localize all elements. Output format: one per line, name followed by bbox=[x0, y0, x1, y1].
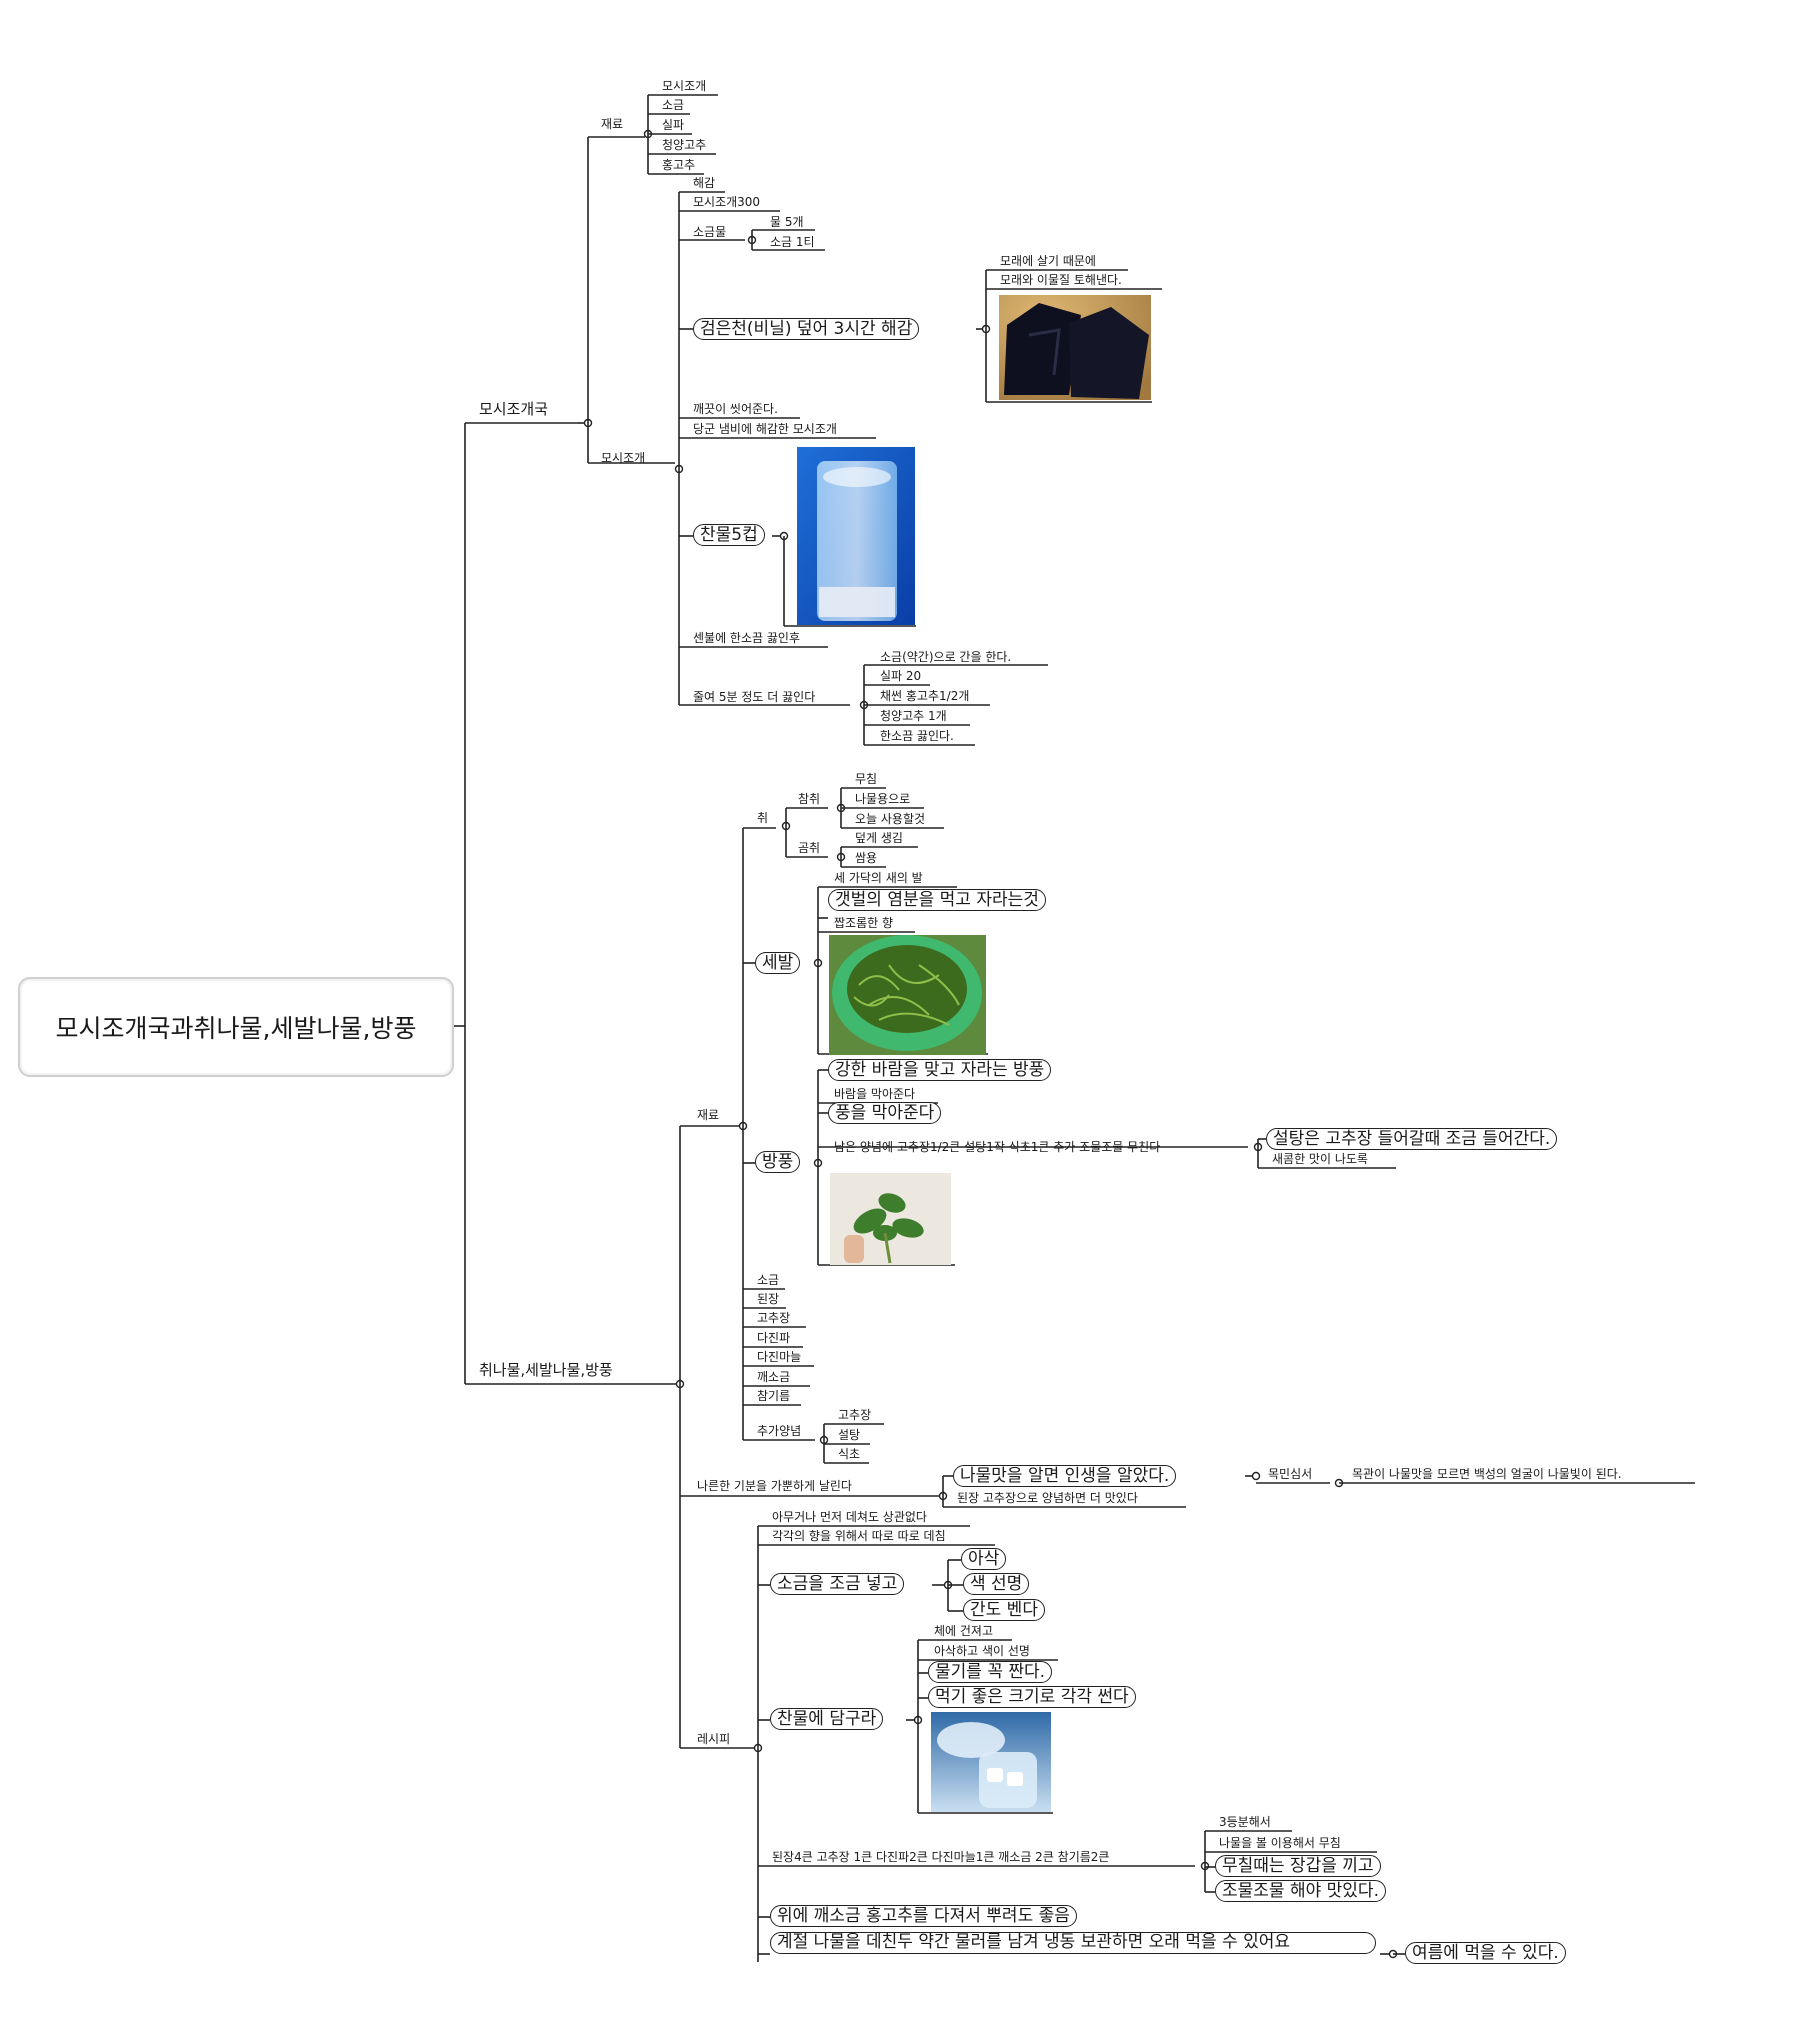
cover-node[interactable]: 검은천(비닐) 덮어 3시간 해감 bbox=[693, 318, 920, 341]
branch-clam-soup[interactable]: 모시조개국 bbox=[479, 400, 549, 418]
reduce-label[interactable]: 줄여 5분 정도 더 끓인다 bbox=[693, 690, 816, 704]
recipe-note: 아무거나 먼저 데쳐도 상관없다 bbox=[772, 1510, 927, 1524]
cold-water-soak-node[interactable]: 찬물에 담구라 bbox=[770, 1708, 884, 1731]
cover-note: 모래에 살기 때문에 bbox=[1000, 254, 1096, 268]
mix-step: 나물을 볼 이용해서 무침 bbox=[1219, 1836, 1341, 1850]
clam-label[interactable]: 모시조개 bbox=[601, 451, 646, 465]
reduce-item: 청양고추 1개 bbox=[880, 709, 947, 723]
mokmin-quote: 목관이 나물맛을 모르면 백성의 얼굴이 나물빛이 된다. bbox=[1352, 1467, 1622, 1481]
bangpung-item-highlight[interactable]: 강한 바람을 맞고 자라는 방풍 bbox=[828, 1059, 1052, 1082]
chamchwi-item: 무침 bbox=[855, 772, 878, 786]
namul-ingredients-label[interactable]: 재료 bbox=[697, 1108, 720, 1122]
freeze-tip[interactable]: 계절 나물을 데친두 약간 물러를 남겨 냉동 보관하면 오래 먹을 수 있어요 bbox=[770, 1932, 1376, 1954]
mokmin-label[interactable]: 목민심서 bbox=[1268, 1467, 1313, 1481]
wash-note: 깨끗이 씻어준다. bbox=[693, 402, 778, 416]
ingredient-item: 실파 bbox=[662, 118, 685, 132]
bangpung-item-highlight[interactable]: 풍을 막아준다 bbox=[828, 1102, 942, 1125]
mix-step-highlight[interactable]: 무칠때는 장갑을 끼고 bbox=[1215, 1855, 1381, 1878]
reduce-item: 채썬 홍고추1/2개 bbox=[880, 689, 970, 703]
summer-tip[interactable]: 여름에 먹을 수 있다. bbox=[1405, 1942, 1566, 1965]
root-node[interactable]: 모시조개국과취나물,세발나물,방풍 bbox=[18, 977, 454, 1077]
cover-note: 모래와 이물질 토해낸다. bbox=[1000, 273, 1122, 287]
clam-ingredients-label[interactable]: 재료 bbox=[601, 117, 624, 131]
saltwater-item: 소금 1티 bbox=[770, 235, 815, 249]
soak-step-highlight[interactable]: 물기를 꼭 짠다. bbox=[928, 1661, 1053, 1684]
seasoning-note: 새콤한 맛이 나도록 bbox=[1272, 1152, 1368, 1166]
soak-step-highlight[interactable]: 먹기 좋은 크기로 각각 썬다 bbox=[928, 1686, 1136, 1709]
bangpung-node[interactable]: 방풍 bbox=[755, 1151, 801, 1174]
salt-effect[interactable]: 색 선명 bbox=[963, 1573, 1030, 1596]
mood-label[interactable]: 나른한 기분을 가뿐하게 날린다 bbox=[697, 1479, 852, 1493]
seasoning-note-highlight[interactable]: 설탕은 고추장 들어갈때 조금 들어간다. bbox=[1266, 1128, 1558, 1151]
clam-300: 모시조개300 bbox=[693, 195, 761, 209]
sebal-item-highlight[interactable]: 갯벌의 염분을 먹고 자라는것 bbox=[828, 889, 1046, 912]
salt-node[interactable]: 소금을 조금 넣고 bbox=[770, 1573, 905, 1596]
soak-step: 아삭하고 색이 선명 bbox=[934, 1644, 1030, 1658]
reduce-item: 소금(약간)으로 간을 한다. bbox=[880, 650, 1012, 664]
salt-effect[interactable]: 아삭 bbox=[961, 1548, 1007, 1571]
basic-seasoning: 소금 bbox=[757, 1273, 780, 1287]
saltwater-item: 물 5개 bbox=[770, 215, 804, 229]
bangpung-item: 바람을 막아준다 bbox=[834, 1087, 916, 1101]
basic-seasoning: 참기름 bbox=[757, 1389, 791, 1403]
sebal-item: 짭조롬한 향 bbox=[834, 916, 894, 930]
ingredient-item: 모시조개 bbox=[662, 79, 707, 93]
basic-seasoning: 깨소금 bbox=[757, 1370, 791, 1384]
basic-seasoning: 고추장 bbox=[757, 1311, 791, 1325]
gomchwi-item: 덮게 생김 bbox=[855, 831, 903, 845]
mix-step: 3등분해서 bbox=[1219, 1815, 1271, 1829]
chamchwi-item: 나물용으로 bbox=[855, 792, 911, 806]
salt-effect[interactable]: 간도 벤다 bbox=[963, 1599, 1045, 1622]
chamchwi-label[interactable]: 참취 bbox=[798, 792, 821, 806]
ingredient-item: 홍고추 bbox=[662, 158, 696, 172]
water-glass-image bbox=[797, 447, 915, 625]
saltwater-label[interactable]: 소금물 bbox=[693, 225, 727, 239]
sesame-tip[interactable]: 위에 깨소금 홍고추를 다져서 뿌려도 좋음 bbox=[770, 1905, 1077, 1928]
mix-sauce[interactable]: 된장4큰 고추장 1큰 다진파2큰 다진마늘1큰 깨소금 2큰 참기름2큰 bbox=[772, 1850, 1110, 1864]
ingredient-item: 소금 bbox=[662, 98, 685, 112]
recipe-note: 각각의 향을 위해서 따로 따로 데침 bbox=[772, 1529, 946, 1543]
pot-note: 당군 냄비에 해감한 모시조개 bbox=[693, 422, 837, 436]
sebal-node[interactable]: 세발 bbox=[755, 952, 801, 975]
gomchwi-label[interactable]: 곰취 bbox=[798, 841, 821, 855]
recipe-label[interactable]: 레시피 bbox=[697, 1732, 731, 1746]
doenjang-note: 된장 고추장으로 양념하면 더 맛있다 bbox=[957, 1491, 1138, 1505]
cold-water-image bbox=[931, 1712, 1051, 1812]
boil-note: 센불에 한소끔 끓인후 bbox=[693, 631, 800, 645]
reduce-item: 실파 20 bbox=[880, 669, 922, 683]
cold-water-node[interactable]: 찬물5컵 bbox=[693, 524, 765, 547]
gomchwi-item: 쌈용 bbox=[855, 851, 878, 865]
basic-seasoning: 된장 bbox=[757, 1292, 780, 1306]
chamchwi-item: 오늘 사용할것 bbox=[855, 812, 926, 826]
bangpung-image bbox=[830, 1173, 951, 1265]
bangpung-seasoning: 남은 양념에 고추장1/2큰 설탕1작 식초1큰 추가 조물조물 무친다 bbox=[834, 1140, 1161, 1154]
extra-seasoning-item: 식초 bbox=[838, 1447, 861, 1461]
soak-step: 체에 건져고 bbox=[934, 1624, 994, 1638]
branch-namul[interactable]: 취나물,세발나물,방풍 bbox=[479, 1361, 613, 1379]
basic-seasoning: 다진마늘 bbox=[757, 1350, 802, 1364]
ingredient-item: 청양고추 bbox=[662, 138, 707, 152]
reduce-item: 한소끔 끓인다. bbox=[880, 729, 954, 743]
clam-desalt: 해감 bbox=[693, 176, 716, 190]
chwi-label[interactable]: 취 bbox=[757, 811, 769, 825]
extra-seasoning-item: 설탕 bbox=[838, 1428, 861, 1442]
sebal-namul-image bbox=[829, 935, 986, 1055]
root-title: 모시조개국과취나물,세발나물,방풍 bbox=[55, 1014, 417, 1043]
black-cloth-image bbox=[999, 295, 1151, 400]
mix-step-highlight[interactable]: 조물조물 해야 맛있다. bbox=[1215, 1880, 1386, 1903]
extra-seasoning-label[interactable]: 추가양념 bbox=[757, 1424, 802, 1438]
extra-seasoning-item: 고추장 bbox=[838, 1408, 872, 1422]
basic-seasoning: 다진파 bbox=[757, 1331, 791, 1345]
sebal-item: 세 가닥의 새의 발 bbox=[834, 871, 923, 885]
namul-life-node[interactable]: 나물맛을 알면 인생을 알았다. bbox=[953, 1465, 1177, 1488]
